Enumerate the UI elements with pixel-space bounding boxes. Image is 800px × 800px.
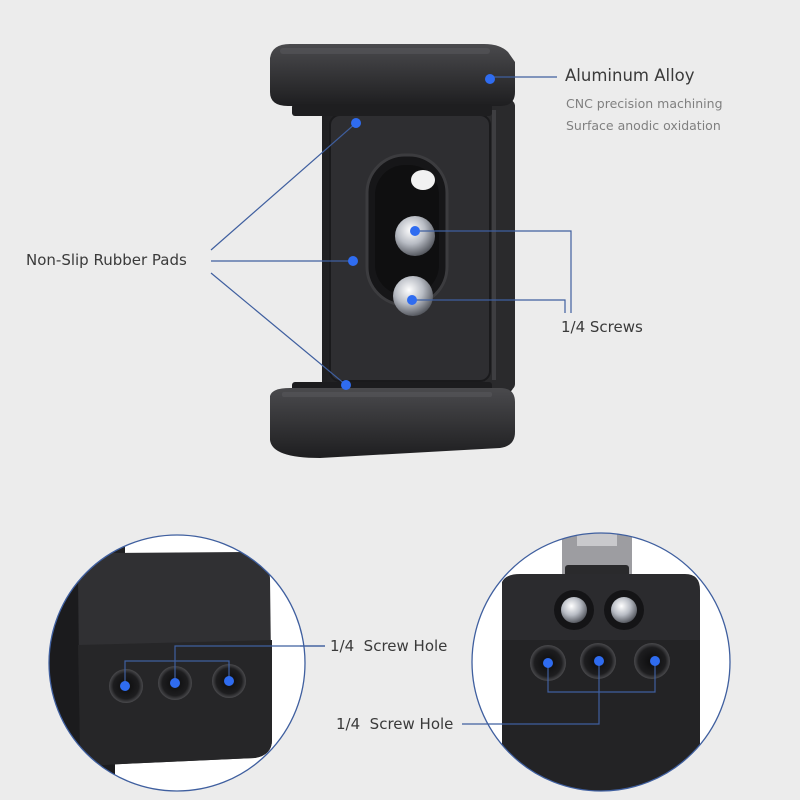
leader-lines xyxy=(210,76,572,386)
dot-screw-lower xyxy=(407,295,417,305)
dot-pad-top xyxy=(351,118,361,128)
dot-aluminum xyxy=(485,74,495,84)
dot-screw-upper xyxy=(410,226,420,236)
detail-circle-left xyxy=(48,534,306,792)
screws-label: 1/4 Screws xyxy=(561,318,643,336)
leader-lines-right xyxy=(300,645,656,725)
leader-lines-left xyxy=(124,645,325,686)
rubber-pads-label: Non-Slip Rubber Pads xyxy=(26,251,187,269)
callout-dots xyxy=(341,74,495,390)
anodic-oxidation-label: Surface anodic oxidation xyxy=(566,118,721,133)
callout-dots-left xyxy=(120,676,234,691)
callout-dots-right xyxy=(543,656,660,668)
dot-pad-bottom xyxy=(341,380,351,390)
aluminum-alloy-label: Aluminum Alloy xyxy=(565,66,695,85)
left-screw-hole-label: 1/4 Screw Hole xyxy=(330,637,448,655)
dot-pad-middle xyxy=(348,256,358,266)
right-screw-hole-label: 1/4 Screw Hole xyxy=(336,715,454,733)
phone-clamp xyxy=(270,44,515,458)
cnc-machining-label: CNC precision machining xyxy=(566,96,723,111)
